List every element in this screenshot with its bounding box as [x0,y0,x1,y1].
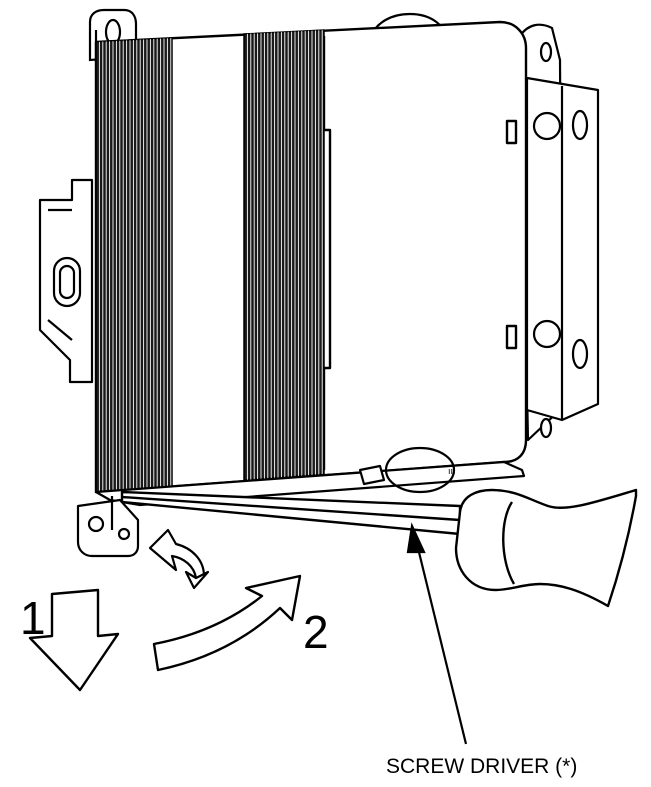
rotation-arrow-icon [148,528,210,590]
screwdriver-callout-label: SCREW DRIVER (*) [386,755,577,778]
arrow-curved-right-icon [152,574,302,672]
screwdriver-icon [120,488,638,608]
step-1-label: 1 [20,592,46,644]
din-rail-clip [38,178,94,384]
svg-text:ııı: ııı [448,466,456,476]
callout-leader [406,522,468,745]
heat-sink-fins-left [95,37,173,493]
heat-sink-fins-center [243,29,325,481]
bottom-latch-tab [76,496,140,558]
arrow-down-icon [28,588,120,692]
step-2-label: 2 [303,606,329,658]
right-side-flange [518,23,600,442]
